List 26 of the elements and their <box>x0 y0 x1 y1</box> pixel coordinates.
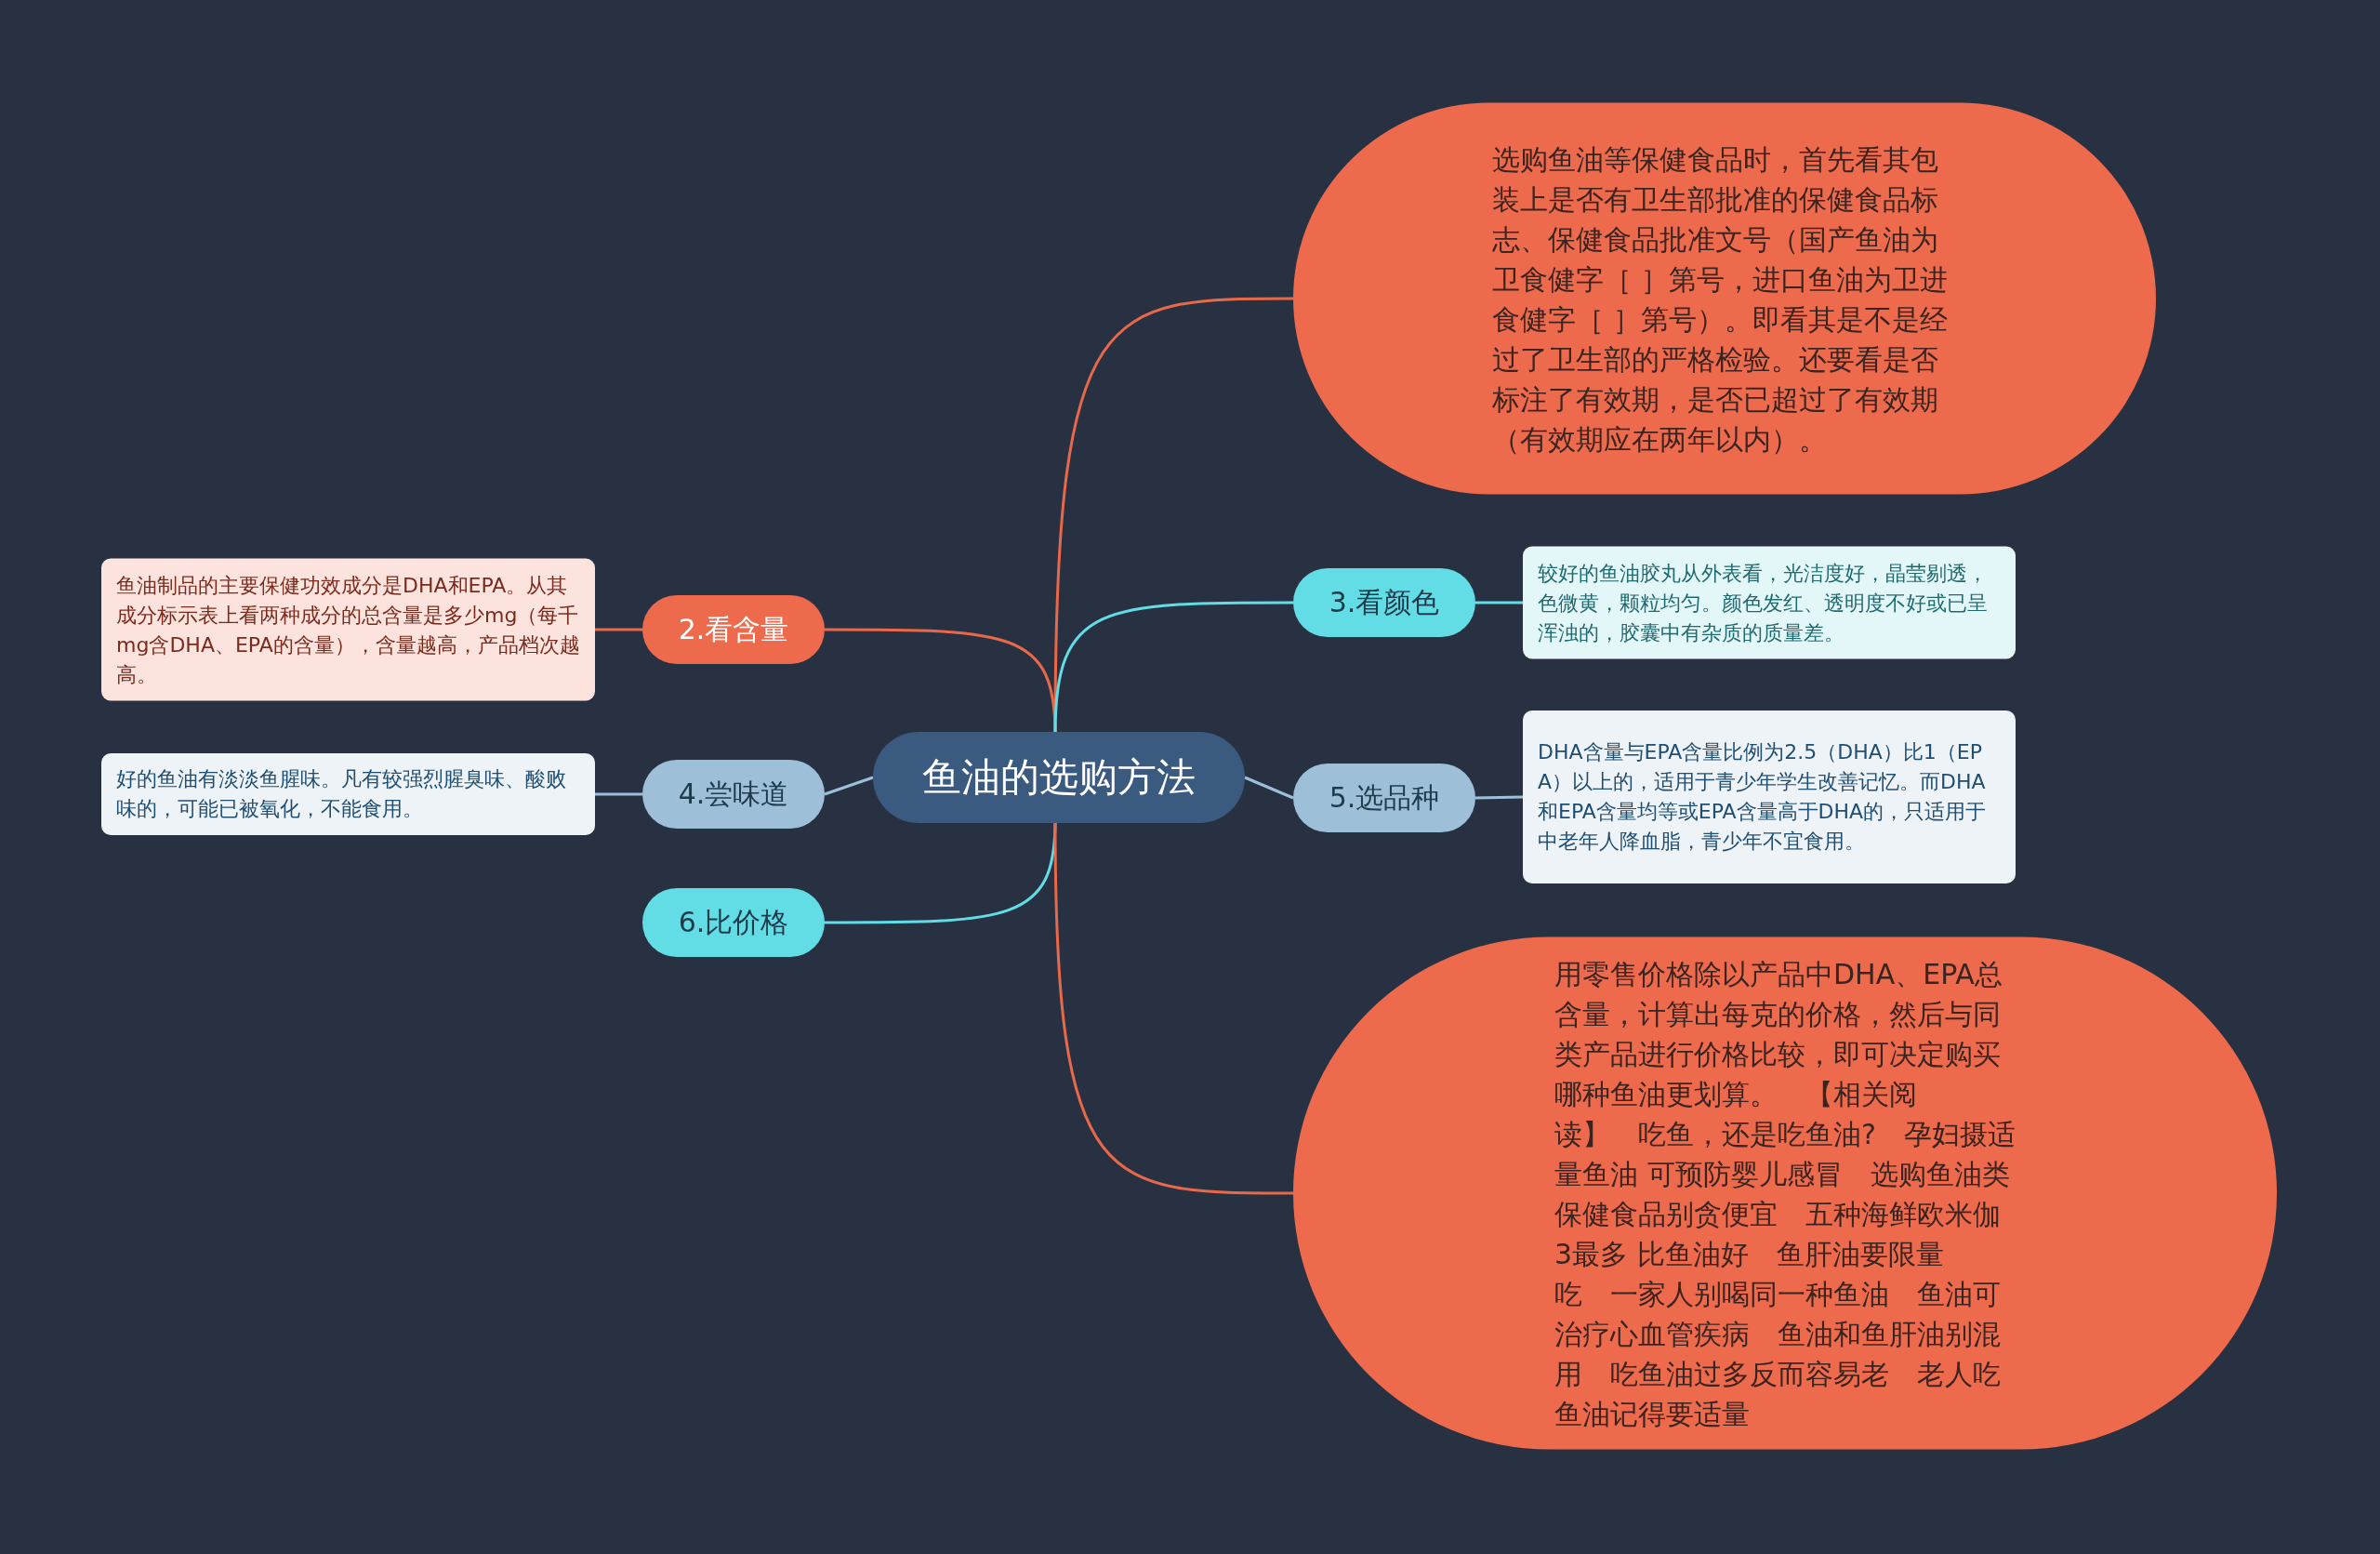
node-text: 鱼油制品的主要保健功效成分是DHA和EPA。从其成分标示表上看两种成分的总含量是多少mg（每千mg含DHA、EPA的含量），含量越高，产品档次越高。 <box>116 572 580 687</box>
node-text: 2.看含量 <box>678 611 789 647</box>
note-card <box>1523 711 2016 883</box>
connector-line <box>824 776 874 796</box>
node-text: 3.看颜色 <box>1329 584 1440 620</box>
node-text: 较好的鱼油胶丸从外表看，光洁度好，晶莹剔透，色微黄，颗粒均匀。颜色发红、透明度不好或已呈浑浊的，胶囊中有杂质的质量差。 <box>1538 560 1989 645</box>
node-text: 6.比价格 <box>678 904 789 940</box>
connector-line <box>1474 795 1524 800</box>
node-text: 用零售价格除以产品中DHA、EPA总含量，计算出每克的价格，然后与同类产品进行价格比较，即可决定购买哪种鱼油更划算。 【相关阅读】 吃鱼，还是吃鱼油? 孕妇摄适量鱼油 可预防婴儿感冒 选购鱼油类保健食品别贪便宜 五种海鲜欧米伽3最多 比鱼油好 鱼肝油要限量吃 一家人别喝同一种鱼油 鱼油可治疗心血管疾病 鱼油和鱼肝油别混用 吃鱼油过多反而容易老 老人吃鱼油记得要适量 <box>1554 956 2016 1431</box>
connector-line <box>595 792 642 796</box>
note-card <box>1523 546 2016 659</box>
connector-line <box>825 628 1057 735</box>
connector-line <box>1053 601 1293 735</box>
note-card <box>101 753 595 835</box>
connector-line <box>825 820 1057 924</box>
connector-line <box>1053 821 1293 1195</box>
note-card <box>101 558 595 701</box>
node-text: 4.尝味道 <box>678 776 789 812</box>
node-text: DHA含量与EPA含量比例为2.5（DHA）比1（EPA）以上的，适用于青少年学生改善记忆。而DHA和EPA含量均等或EPA含量高于DHA的，只适用于中老年人降血脂，青少年不宜食用。 <box>1538 739 1988 855</box>
node-text: 5.选品种 <box>1329 779 1440 816</box>
connector-line <box>1244 776 1294 800</box>
node-text: 鱼油的选购方法 <box>922 753 1196 802</box>
connector-line <box>1475 601 1523 604</box>
node-text: 好的鱼油有淡淡鱼腥味。凡有较强烈腥臭味、酸败味的，可能已被氧化，不能食用。 <box>116 766 567 822</box>
node-text: 选购鱼油等保健食品时，首先看其包装上是否有卫生部批准的保健食品标志、保健食品批准文号（国产鱼油为卫食健字［ ］第号，进口鱼油为卫进食健字［ ］第号）。即看其是不是经过了卫生部的严格检验。还要看是否标注了有效期，是否已超过了有效期（有效期应在两年以内）。 <box>1492 141 1949 457</box>
connector-line <box>595 628 642 631</box>
